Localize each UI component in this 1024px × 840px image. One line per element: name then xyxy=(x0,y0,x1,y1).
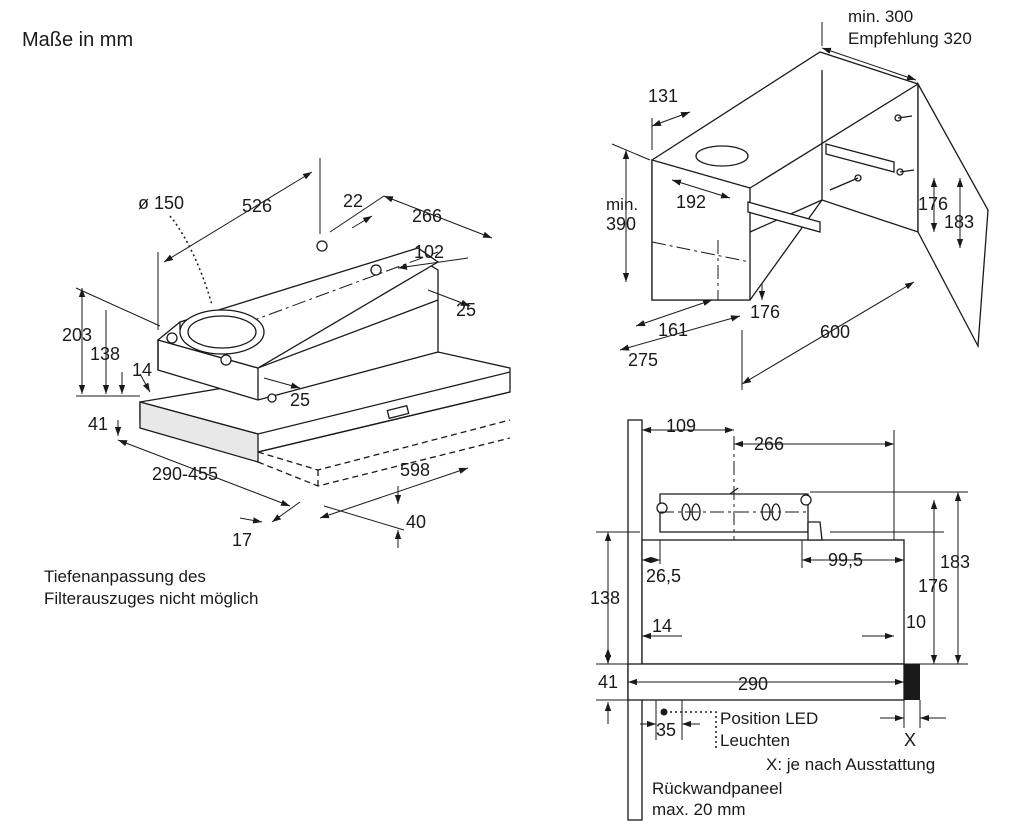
dim-14-side: 14 xyxy=(652,616,672,636)
isometric-view: 526 ø 150 22 266 102 25 203 138 14 25 41… xyxy=(44,158,511,608)
dim-161: 161 xyxy=(658,320,688,340)
dim-17: 17 xyxy=(232,530,252,550)
dim-600: 600 xyxy=(820,322,850,342)
page-title: Maße in mm xyxy=(22,29,133,51)
dim-109: 109 xyxy=(666,416,696,436)
note-line2: Filterauszuges nicht möglich xyxy=(44,589,258,608)
dim-22: 22 xyxy=(343,191,363,211)
panel-label-line2: max. 20 mm xyxy=(652,800,746,819)
dim-26-5: 26,5 xyxy=(646,566,681,586)
dim-176-floor: 176 xyxy=(750,302,780,322)
dim-131: 131 xyxy=(648,86,678,106)
dim-290: 290 xyxy=(738,674,768,694)
hood-side xyxy=(641,539,905,665)
led-label-line2: Leuchten xyxy=(720,731,790,750)
cabinet-door xyxy=(917,81,989,349)
dim-25b: 25 xyxy=(290,390,310,410)
dim-diameter: ø 150 xyxy=(138,193,184,213)
installation-view: min. 300 Empfehlung 320 131 min. 390 192… xyxy=(606,7,989,390)
led-label-line1: Position LED xyxy=(720,709,818,728)
dim-290-455: 290-455 xyxy=(152,464,218,484)
dim-192: 192 xyxy=(676,192,706,212)
dim-99-5: 99,5 xyxy=(828,550,863,570)
x-note: X: je nach Ausstattung xyxy=(766,755,935,774)
dim-176-side: 176 xyxy=(918,576,948,596)
dim-41-iso: 41 xyxy=(88,414,108,434)
outlet-hole xyxy=(695,145,749,167)
dim-390: 390 xyxy=(606,214,636,234)
dim-183-side: 183 xyxy=(940,552,970,572)
dim-138-side: 138 xyxy=(590,588,620,608)
note-line1: Tiefenanpassung des xyxy=(44,567,206,586)
dim-empf320: Empfehlung 320 xyxy=(848,29,972,48)
side-view: 109 266 183 176 26,5 99,5 138 41 14 10 2… xyxy=(590,416,970,821)
dim-40: 40 xyxy=(406,512,426,532)
dim-102: 102 xyxy=(414,242,444,262)
dim-183-install: 183 xyxy=(944,212,974,232)
dim-275: 275 xyxy=(628,350,658,370)
switch xyxy=(386,404,410,420)
dim-min: min. xyxy=(606,195,638,214)
dim-35: 35 xyxy=(656,720,676,740)
dim-598: 598 xyxy=(400,460,430,480)
dim-138-iso: 138 xyxy=(90,344,120,364)
front-x-panel xyxy=(904,664,920,700)
dim-203: 203 xyxy=(62,325,92,345)
dim-min300: min. 300 xyxy=(848,7,913,26)
dim-526: 526 xyxy=(242,196,272,216)
dim-266-side: 266 xyxy=(754,434,784,454)
dim-10: 10 xyxy=(906,612,926,632)
dim-x: X xyxy=(904,730,916,750)
dim-25a: 25 xyxy=(456,300,476,320)
dim-176-install: 176 xyxy=(918,194,948,214)
led-position-dot xyxy=(660,708,668,716)
rear-wall-panel xyxy=(627,419,643,821)
dim-41-side: 41 xyxy=(598,672,618,692)
dim-14-iso: 14 xyxy=(132,360,152,380)
dim-266-iso: 266 xyxy=(412,206,442,226)
panel-label-line1: Rückwandpaneel xyxy=(652,779,782,798)
